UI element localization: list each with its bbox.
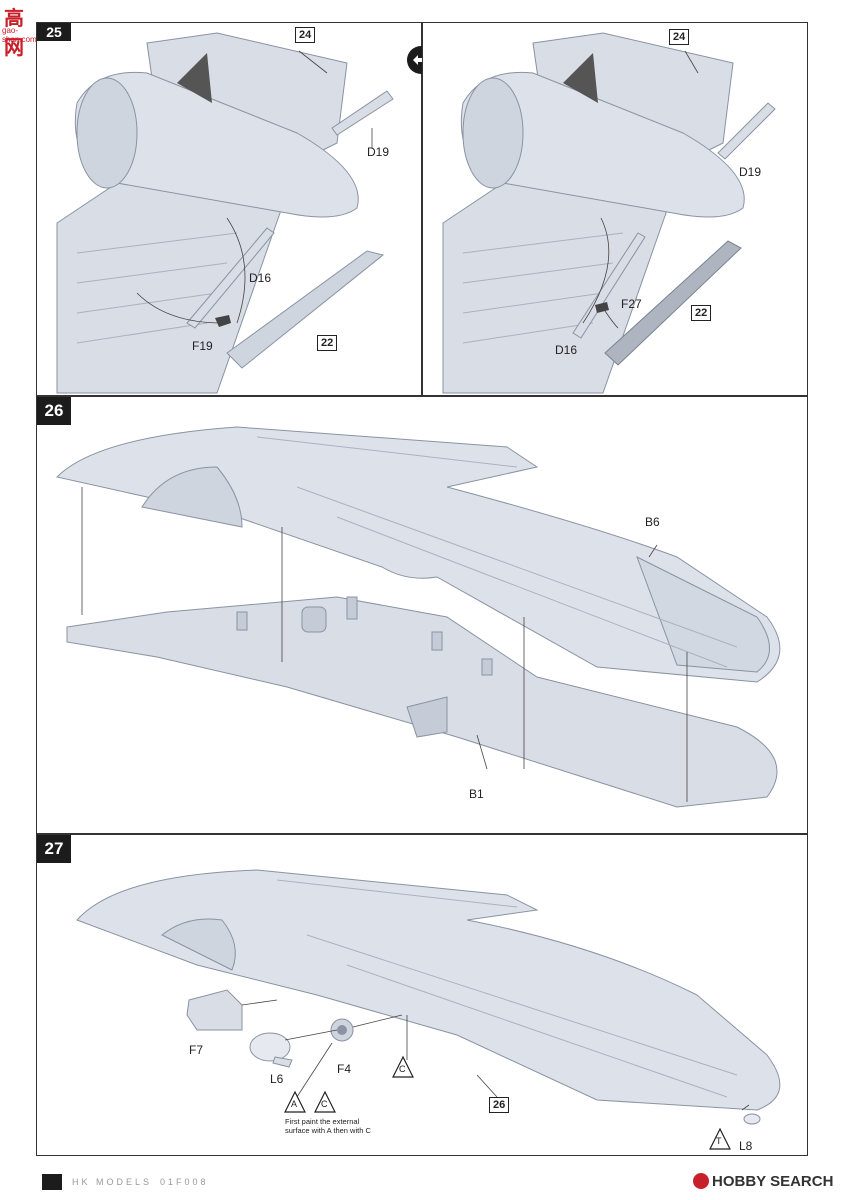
- page-footer: HK MODELS 01F008 HOBBY SEARCH: [0, 1168, 846, 1200]
- part-label-d16: D16: [249, 271, 272, 285]
- step-25-right-panel: 24 D19 F27 D16 22: [422, 22, 808, 396]
- footer-code: 01F008: [160, 1177, 209, 1187]
- paint-c2-label: C: [321, 1099, 328, 1109]
- part-label-l6: L6: [270, 1072, 284, 1086]
- footer-brand: HK MODELS: [72, 1177, 153, 1187]
- part-label-d16: D16: [555, 343, 578, 357]
- step-26-drawing: [56, 426, 781, 808]
- part-label-22: 22: [317, 335, 338, 351]
- watermark-url: gao-shan.com: [2, 26, 37, 44]
- paint-c-label: C: [399, 1064, 406, 1074]
- step-25-left-panel: 25 24 D19 D16 F19 22: [36, 22, 422, 396]
- step-25-right-drawing: [442, 32, 776, 394]
- part-label-24: 24: [295, 27, 316, 43]
- part-label-24: 24: [669, 29, 690, 45]
- part-label-f7: F7: [189, 1043, 204, 1057]
- footer-watermark: HOBBY SEARCH: [712, 1173, 834, 1190]
- brand-logo-icon: [42, 1174, 62, 1190]
- part-label-22: 22: [691, 305, 712, 321]
- step-27-drawing: [76, 869, 781, 1150]
- watermark-h-icon: [693, 1173, 709, 1189]
- part-label-d19: D19: [367, 145, 390, 159]
- step-number: 25: [37, 23, 71, 41]
- paint-instruction-note: First paint the external surface with A …: [285, 1117, 371, 1135]
- step-number: 27: [37, 835, 71, 863]
- step-number: 26: [37, 397, 71, 425]
- step-25-left-drawing: [56, 32, 394, 394]
- part-label-b6: B6: [645, 515, 660, 529]
- part-label-l8: L8: [739, 1139, 753, 1153]
- step-26-panel: 26 B6 B1: [36, 396, 808, 834]
- part-label-b1: B1: [469, 787, 484, 801]
- part-label-d19: D19: [739, 165, 762, 179]
- part-label-f4: F4: [337, 1062, 352, 1076]
- part-label-f27: F27: [621, 297, 642, 311]
- paint-a-label: A: [291, 1099, 298, 1109]
- watermark-chars: 高 网: [4, 6, 24, 59]
- part-label-f19: F19: [192, 339, 213, 353]
- part-label-26: 26: [489, 1097, 510, 1113]
- step-27-panel: 27 F7: [36, 834, 808, 1156]
- paint-t-label: T: [716, 1136, 722, 1146]
